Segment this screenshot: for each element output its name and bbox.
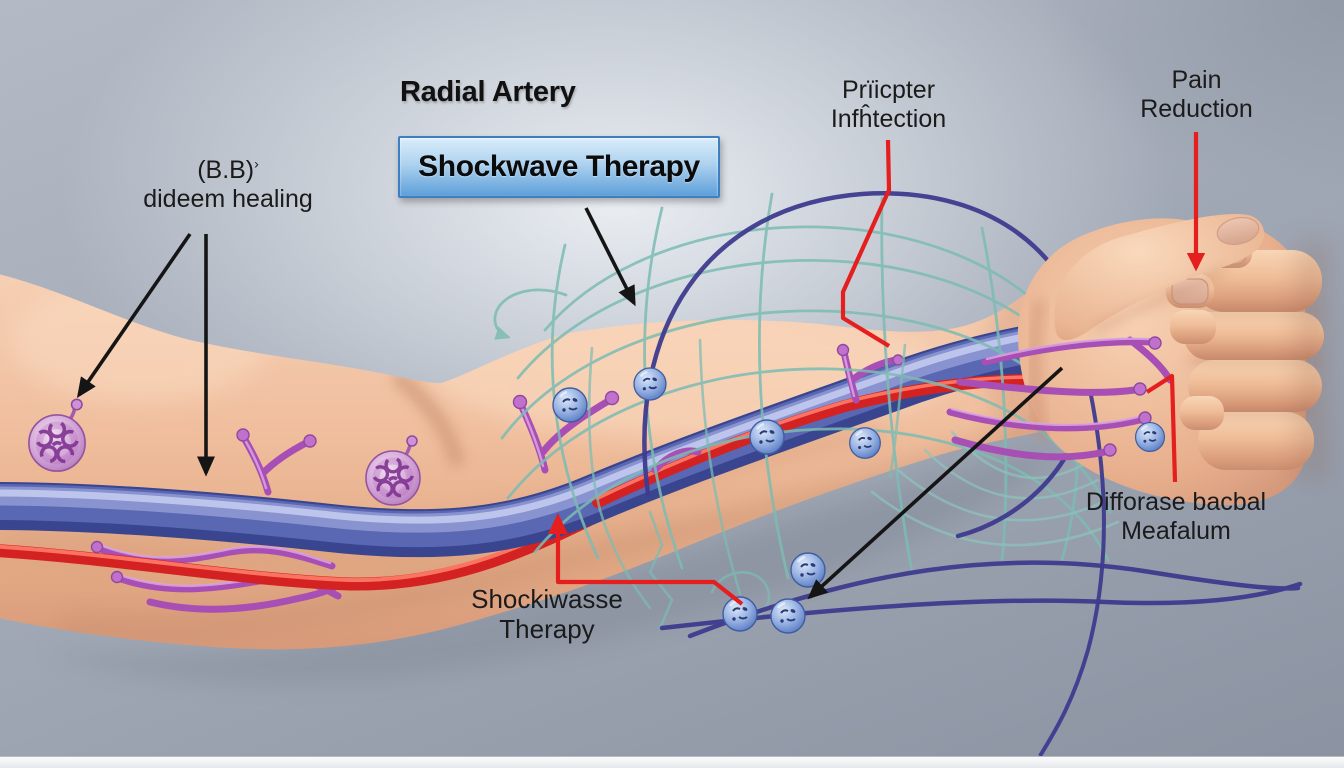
annotation-pain-line2: Reduction [1140,94,1253,123]
leader-shockiwasse [555,530,744,606]
annotation-difforase: Difforase bacbal Meafalum [1048,488,1304,545]
annotation-bb-line2: dideem healing [143,184,313,213]
annotation-pricpter-line1: Prïicpter [841,76,936,104]
arrow-to-purple-cell [76,232,192,398]
red-leader-lines [548,132,1206,606]
annotation-bb-line1: (B.B)› [197,155,259,184]
nerve-fibers-right [946,336,1174,461]
page-title: Radial Artery [400,76,576,108]
annotation-pain-reduction: Pain Reduction [1099,66,1294,123]
thumb [1054,213,1265,341]
arm-drop-shadow [40,450,1060,684]
fist-hand [1017,213,1330,506]
annotation-shockiwasse-line2: Therapy [499,613,595,644]
leader-difforase [1145,373,1178,483]
black-arrows [76,207,1064,600]
blue-cell-wrist [1134,421,1166,453]
leader-pricpter [840,139,892,348]
shockwave-therapy-box-label: Shockwave Therapy [418,150,700,183]
arrow-from-shockwave-box [584,207,636,307]
annotation-shockiwasse-line1: Shockiwasse [471,584,623,614]
annotation-bb-superscript: › [254,155,259,172]
finger-rolls [1184,240,1330,480]
elbow-crease-shading [390,368,466,468]
teal-curved-arrow [493,288,568,340]
annotation-difforase-line1: Difforase bacbal [1085,488,1267,516]
annotation-difforase-line2: Meafalum [1121,516,1231,545]
annotation-pricpter: Prïicpter Infĥtection [786,76,991,133]
annotation-pain-line1: Pain [1171,66,1222,94]
annotation-bb-healing: (B.B)› dideem healing [113,156,343,213]
annotation-pricpter-line2: Infĥtection [830,104,947,133]
annotation-shockiwasse: Shockiwasse Therapy [437,584,657,644]
up-arrowhead [548,513,568,534]
thumb-nail [1216,216,1260,246]
arrow-to-lower-cell [807,366,1064,600]
shockwave-therapy-box: Shockwave Therapy [398,136,720,198]
bottom-edge-strip [0,756,1344,768]
